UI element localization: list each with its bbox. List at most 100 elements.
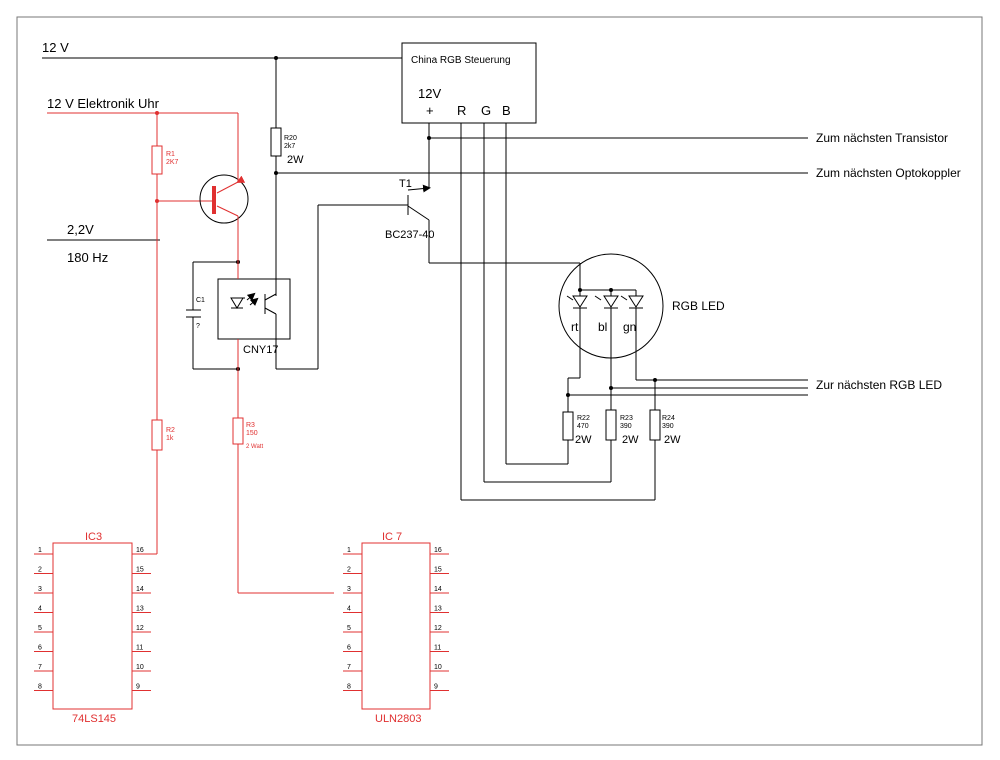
rail-12v: 12 V — [42, 40, 402, 59]
svg-text:2K7: 2K7 — [166, 159, 179, 166]
svg-text:rt: rt — [571, 320, 579, 334]
ic7-pin-label: 6 — [347, 645, 351, 652]
resistor-r22: R22 470 2W — [562, 378, 592, 446]
ic7-pin-label: 4 — [347, 606, 351, 613]
svg-text:74LS145: 74LS145 — [72, 713, 116, 725]
out-rgb-led: Zur nächsten RGB LED — [566, 378, 942, 397]
resistor-r3: R3 150 2 Watt — [232, 417, 334, 594]
svg-text:2W: 2W — [622, 434, 639, 446]
rail-12v-uhr: 12 V Elektronik Uhr — [47, 96, 238, 114]
svg-text:2k7: 2k7 — [284, 143, 295, 150]
svg-text:gn: gn — [623, 320, 636, 334]
ic7-pin-label: 3 — [347, 586, 351, 593]
svg-text:2W: 2W — [575, 434, 592, 446]
svg-text:R24: R24 — [662, 415, 675, 422]
svg-text:Zur nächsten RGB LED: Zur nächsten RGB LED — [816, 378, 942, 392]
resistor-r1: R1 2K7 — [151, 111, 179, 420]
svg-text:B: B — [502, 103, 511, 118]
ic3-pin-label: 12 — [136, 625, 144, 632]
svg-text:RGB LED: RGB LED — [672, 299, 725, 313]
ic3-pin-label: 7 — [38, 664, 42, 671]
svg-text:China RGB Steuerung: China RGB Steuerung — [411, 55, 511, 66]
ic7-pin-label: 13 — [434, 606, 442, 613]
svg-text:180 Hz: 180 Hz — [67, 250, 108, 265]
ic3-pin-label: 9 — [136, 684, 140, 691]
ic7-pin-label: 7 — [347, 664, 351, 671]
svg-text:1k: 1k — [166, 435, 174, 442]
ic7-pin-label: 2 — [347, 567, 351, 574]
svg-text:R3: R3 — [246, 422, 255, 429]
svg-text:+: + — [426, 103, 434, 118]
svg-text:?: ? — [196, 323, 200, 330]
ic3-pin-label: 1 — [38, 547, 42, 554]
ic7-pin-label: 16 — [434, 547, 442, 554]
ic7-pin-label: 9 — [434, 684, 438, 691]
resistor-r20: R20 2k7 2W — [270, 56, 304, 296]
ic3-pin-label: 13 — [136, 606, 144, 613]
svg-text:R: R — [457, 103, 466, 118]
rgb-led: rt bl gn RGB LED — [558, 253, 808, 410]
rgb-output-wires — [460, 123, 656, 501]
ic3-pin-label: 16 — [136, 547, 144, 554]
svg-text:12 V Elektronik Uhr: 12 V Elektronik Uhr — [47, 96, 160, 111]
svg-text:R2: R2 — [166, 427, 175, 434]
svg-text:Zum nächsten Transistor: Zum nächsten Transistor — [816, 131, 948, 145]
ic3-pin-label: 5 — [38, 625, 42, 632]
svg-text:12 V: 12 V — [42, 40, 69, 55]
svg-text:bl: bl — [598, 320, 607, 334]
ic3-pin-label: 4 — [38, 606, 42, 613]
ic3-pin-label: 6 — [38, 645, 42, 652]
svg-text:470: 470 — [577, 423, 589, 430]
rgb-controller: China RGB Steuerung 12V + R G B — [401, 42, 537, 124]
ic7-pin-label: 8 — [347, 684, 351, 691]
ic7-pin-label: 5 — [347, 625, 351, 632]
svg-text:R20: R20 — [284, 135, 297, 142]
signal-label: 2,2V 180 Hz — [47, 222, 160, 265]
ic3-pin-label: 3 — [38, 586, 42, 593]
svg-text:ULN2803: ULN2803 — [375, 713, 421, 725]
ic3-pin-label: 2 — [38, 567, 42, 574]
svg-text:G: G — [481, 103, 491, 118]
svg-text:IC 7: IC 7 — [382, 531, 402, 543]
transistor-t1: T1 BC237-40 — [317, 123, 580, 369]
page-frame — [16, 16, 983, 746]
ic7-pin-label: 11 — [434, 645, 441, 652]
ic7-pin-label: 1 — [347, 547, 351, 554]
svg-text:Zum nächsten Optokoppler: Zum nächsten Optokoppler — [816, 166, 961, 180]
svg-text:150: 150 — [246, 430, 258, 437]
svg-text:2 Watt: 2 Watt — [246, 444, 263, 450]
ic3-pin-label: 15 — [136, 567, 144, 574]
capacitor-c1: C1 ? — [186, 260, 240, 371]
svg-text:R1: R1 — [166, 151, 175, 158]
svg-text:R23: R23 — [620, 415, 633, 422]
resistor-r2: R2 1k — [132, 419, 175, 555]
ic7-pin-label: 12 — [434, 625, 442, 632]
ic3-pin-label: 11 — [136, 645, 143, 652]
svg-text:R22: R22 — [577, 415, 590, 422]
ic7-pin-label: 14 — [434, 586, 442, 593]
out-optokoppler: Zum nächsten Optokoppler — [274, 166, 961, 180]
pnp-transistor — [155, 113, 249, 279]
svg-text:390: 390 — [620, 423, 632, 430]
resistor-r24: R24 390 2W — [649, 378, 681, 446]
svg-text:2,2V: 2,2V — [67, 222, 94, 237]
resistor-r23: R23 390 2W — [605, 409, 639, 446]
ic3-pin-label: 10 — [136, 664, 144, 671]
optocoupler-cny17: CNY17 — [217, 278, 291, 356]
ic3-pin-label: 14 — [136, 586, 144, 593]
svg-text:IC3: IC3 — [85, 531, 102, 543]
svg-text:CNY17: CNY17 — [243, 344, 278, 356]
svg-text:390: 390 — [662, 423, 674, 430]
svg-text:BC237-40: BC237-40 — [385, 229, 435, 241]
svg-text:T1: T1 — [399, 178, 412, 190]
out-transistor: Zum nächsten Transistor — [427, 131, 948, 145]
ic7-pin-label: 15 — [434, 567, 442, 574]
ic3-pin-label: 8 — [38, 684, 42, 691]
svg-text:C1: C1 — [196, 297, 205, 304]
ic7-pin-label: 10 — [434, 664, 442, 671]
svg-text:12V: 12V — [418, 86, 441, 101]
svg-text:2W: 2W — [287, 154, 304, 166]
